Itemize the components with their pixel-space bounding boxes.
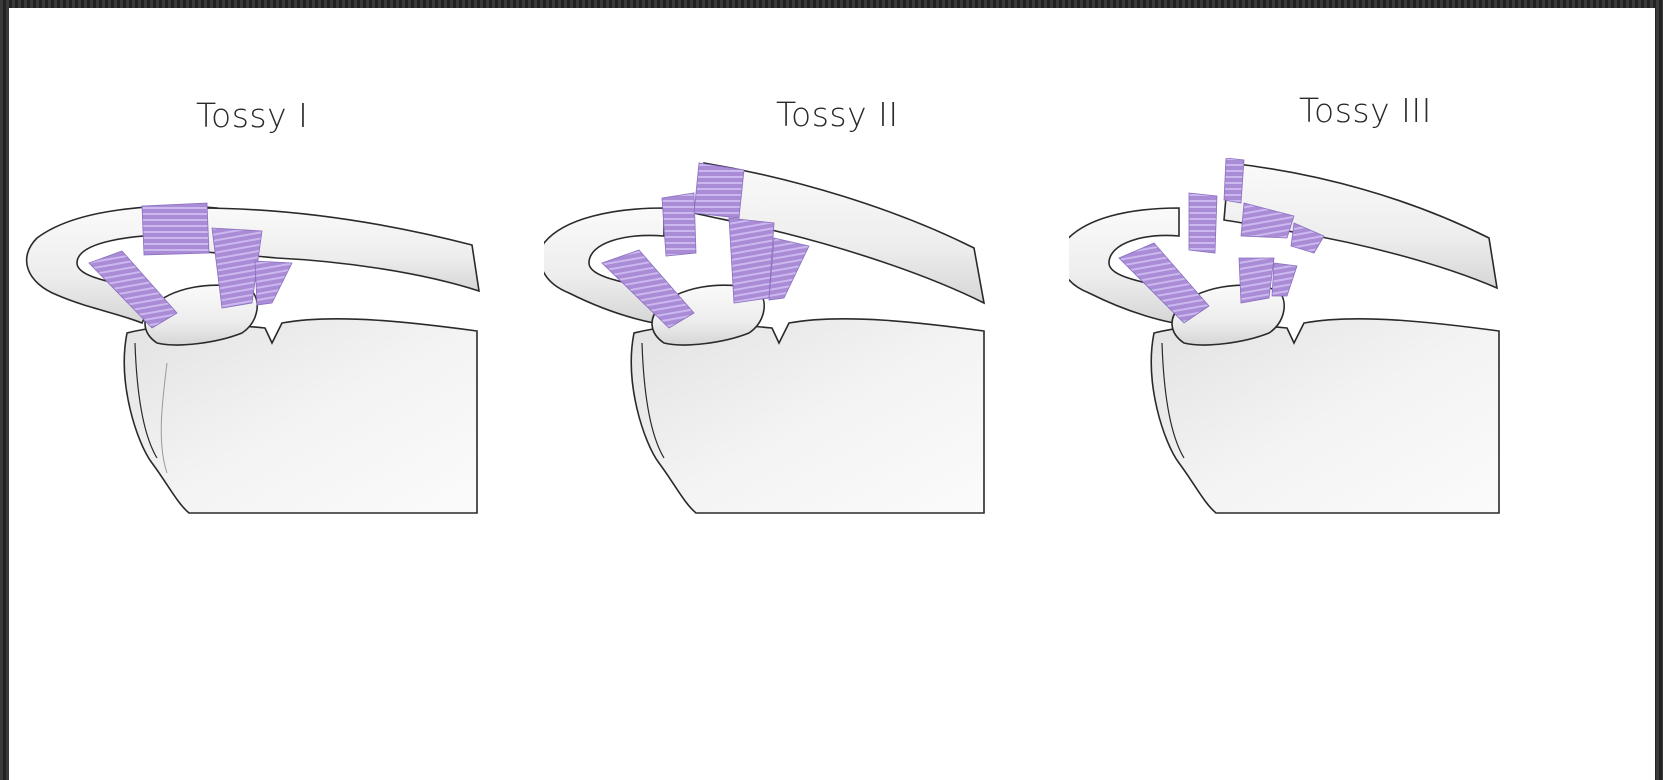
panel-title-tossy-2: Tossy II	[776, 95, 899, 134]
ac-ligament	[142, 203, 209, 255]
panel-title-tossy-1: Tossy I	[196, 96, 308, 135]
scapula	[631, 319, 984, 513]
ac-ligament-torn-lateral	[662, 193, 696, 256]
ac-ligament-torn-lateral	[1189, 193, 1217, 253]
ac-ligament-torn-medial	[694, 163, 744, 218]
scapula	[124, 319, 477, 513]
coracoclavicular-ligament-lower-2	[1272, 263, 1297, 296]
shoulder-illustration-tossy-3	[1069, 158, 1549, 518]
shoulder-illustration-tossy-1	[17, 183, 497, 523]
panel-title-tossy-3: Tossy III	[1299, 91, 1432, 130]
diagram-canvas: Tossy I Tossy II Tossy III	[9, 8, 1655, 780]
ac-ligament-torn-medial	[1224, 158, 1244, 203]
coracoclavicular-ligament	[729, 218, 774, 303]
coracoclavicular-ligament-2	[255, 261, 292, 305]
coracoclavicular-ligament-lower	[1239, 258, 1274, 303]
coracoclavicular-ligament-2	[769, 238, 809, 300]
scapula	[1151, 319, 1499, 513]
shoulder-illustration-tossy-2	[544, 158, 1024, 518]
